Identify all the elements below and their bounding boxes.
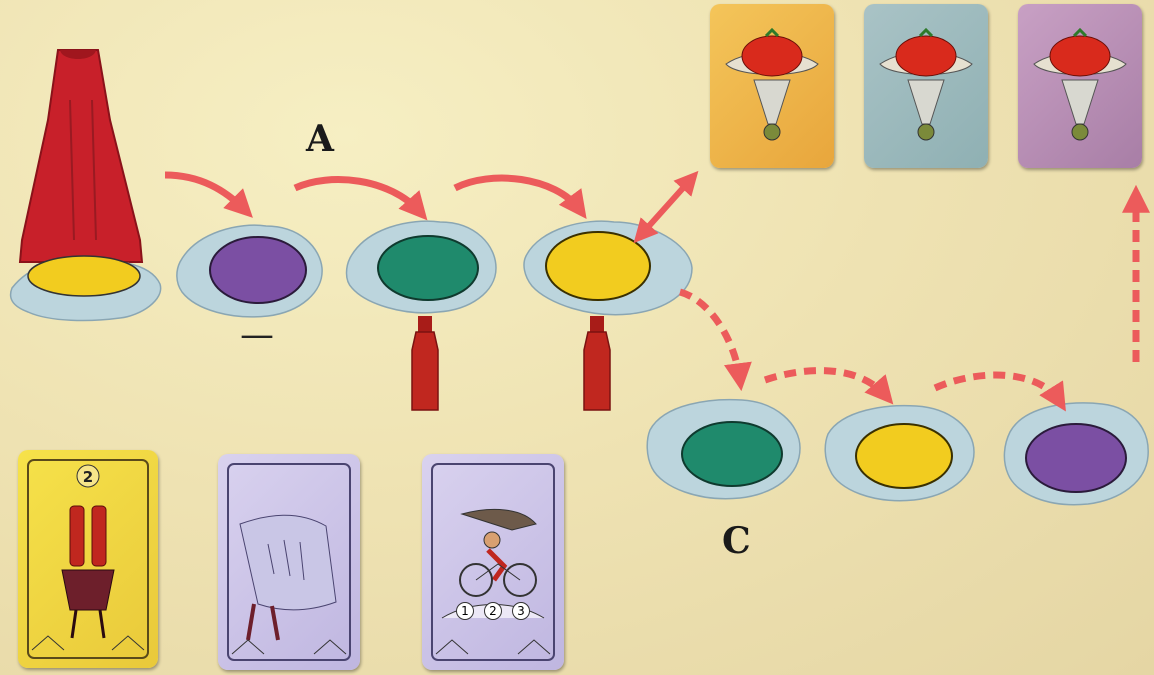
tomato-card-yellow[interactable] <box>710 4 834 168</box>
space-yellow-bottom[interactable] <box>825 406 974 501</box>
arrow-solid <box>455 178 580 210</box>
hand-card[interactable] <box>218 454 360 670</box>
space-purple-bottom[interactable] <box>1004 403 1148 505</box>
ketchup-bottle-icon[interactable] <box>412 316 438 410</box>
bicycle-number-3: 3 <box>512 602 530 620</box>
bicycle-card[interactable]: 1 2 3 <box>422 454 564 670</box>
bicycle-number-1: 1 <box>456 602 474 620</box>
arrow-double <box>640 178 692 236</box>
hand-icon <box>218 454 360 670</box>
ketchup-bottle-icon[interactable] <box>584 316 610 410</box>
label-a: A <box>306 118 334 160</box>
tomato-card-blue[interactable] <box>864 4 988 168</box>
tomato-card-purple[interactable] <box>1018 4 1142 168</box>
ketchup-card[interactable]: 2 <box>18 450 158 668</box>
arrow-dashed <box>935 375 1060 402</box>
space-vampire-yellow[interactable] <box>11 256 161 320</box>
arrow-dashed <box>680 292 740 380</box>
space-green-bottom[interactable] <box>647 400 800 499</box>
arrow-solid <box>295 180 420 212</box>
tomato-icon <box>864 4 988 168</box>
label-c: C <box>722 520 751 562</box>
tomato-icon <box>1018 4 1142 168</box>
space-purple[interactable] <box>177 225 322 317</box>
minus-sign: — <box>240 318 274 352</box>
arrow-dashed <box>765 371 886 396</box>
bicycle-icon <box>422 454 564 670</box>
ketchup-count: 2 <box>18 468 158 486</box>
arrow-solid <box>165 175 245 210</box>
bicycle-numbers: 1 2 3 <box>422 602 564 620</box>
space-green[interactable] <box>347 221 497 313</box>
vampire-meeple[interactable] <box>20 50 142 282</box>
tomato-icon <box>710 4 834 168</box>
bicycle-number-2: 2 <box>484 602 502 620</box>
space-yellow[interactable] <box>524 221 692 315</box>
